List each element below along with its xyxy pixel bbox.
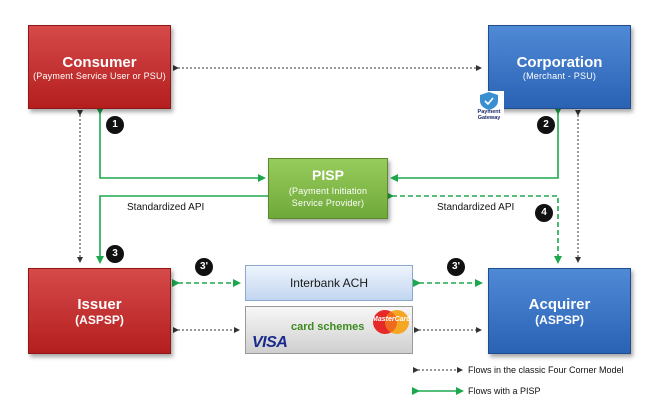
visa-logo: VISA [252,334,288,351]
corporation-title: Corporation [516,54,603,71]
standardized-api-right-label: Standardized API [437,202,515,213]
acquirer-node: Acquirer (ASPSP) [488,268,631,354]
payment-gateway-icon: Payment Gateway [474,91,504,123]
consumer-node: Consumer (Payment Service User or PSU) [28,25,171,109]
corporation-subtitle: (Merchant - PSU) [522,71,597,81]
interbank-ach-node: Interbank ACH [245,265,413,301]
acquirer-subtitle: (ASPSP) [535,313,584,327]
legend-classic-label: Flows in the classic Four Corner Model [468,365,624,375]
consumer-subtitle: (Payment Service User or PSU) [33,71,166,81]
badge-2: 2 [537,116,555,134]
standardized-api-left-label: Standardized API [127,202,205,213]
issuer-subtitle: (ASPSP) [75,313,124,327]
legend-pisp-label: Flows with a PISP [468,386,541,396]
issuer-node: Issuer (ASPSP) [28,268,171,354]
card-schemes-node: MasterCard card schemes VISA [245,306,413,354]
mastercard-label: MasterCard [372,316,411,323]
acquirer-title: Acquirer [528,296,591,313]
pisp-node: PISP (Payment Initiation Service Provide… [268,158,388,219]
payment-gateway-label: Payment Gateway [477,109,501,121]
corporation-node: Corporation (Merchant - PSU) [488,25,631,109]
badge-3: 3 [106,245,124,263]
flow-1-consumer-to-pisp [96,107,266,182]
badge-4: 4 [535,204,553,222]
pisp-subtitle-line2: Service Provider) [291,198,365,208]
pisp-title: PISP [312,167,344,183]
badge-3-prime-right: 3' [447,258,465,276]
card-schemes-label: card schemes [291,321,365,333]
badge-1: 1 [106,116,124,134]
shield-icon [480,92,498,110]
flow-4-pisp-to-acquirer [386,192,562,264]
consumer-title: Consumer [62,54,137,71]
issuer-title: Issuer [77,296,122,313]
flow-3-pisp-to-issuer [96,195,268,264]
badge-3-prime-left: 3' [195,258,213,276]
flow-2-corporation-to-pisp [390,107,562,182]
mastercard-logo-icon [373,310,409,334]
pisp-subtitle-line1: (Payment Initiation [288,186,368,196]
